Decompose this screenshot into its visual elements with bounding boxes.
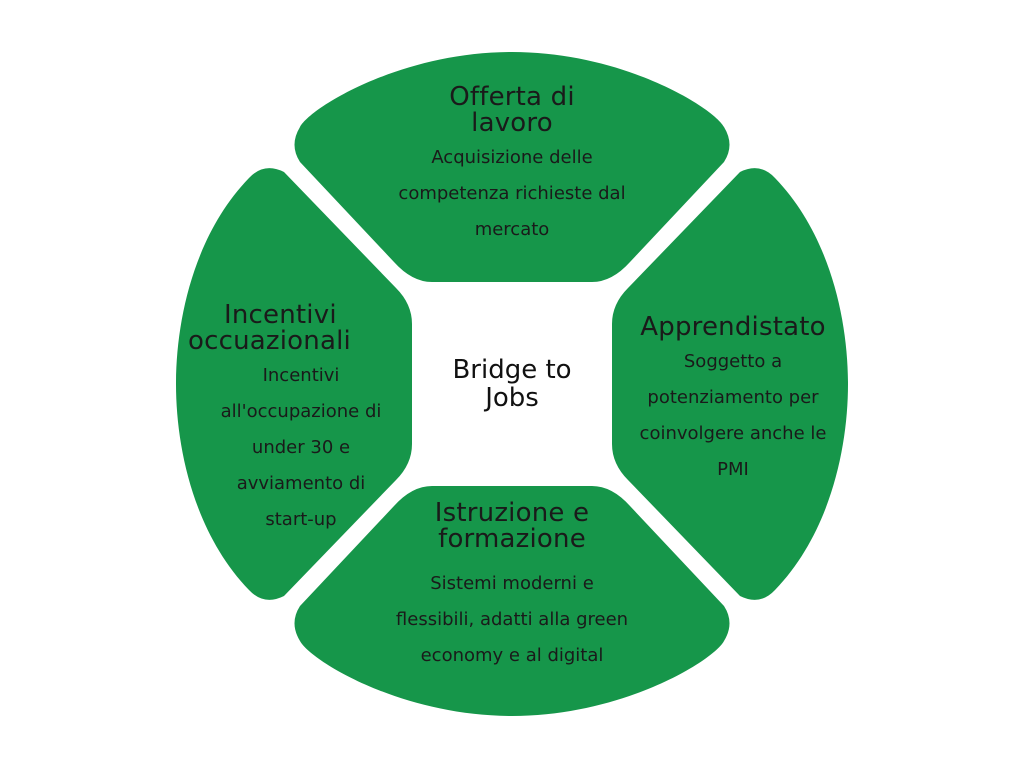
segment-bottom-desc-line: flessibili, adatti alla green: [395, 609, 629, 630]
segment-top-title-line: Offerta di: [449, 82, 575, 112]
segment-right-shape: [612, 168, 848, 600]
segment-left-shape: [176, 168, 412, 600]
segment-right-desc-line: potenziamento per: [647, 387, 819, 408]
segment-top-desc-line: competenza richieste dal: [398, 183, 626, 204]
segment-bottom-description: Sistemi moderni e flessibili, adatti all…: [362, 566, 662, 674]
segment-bottom-desc-line: economy e al digital: [420, 645, 604, 666]
segment-left-title: Incentivi occuazionali: [180, 302, 410, 354]
segment-bottom-shape: [294, 486, 730, 716]
segment-right-description: Soggetto a potenziamento per coinvolgere…: [616, 344, 850, 488]
segment-bottom: Istruzione e formazione Sistemi moderni …: [362, 500, 662, 674]
segment-top-title-line: lavoro: [471, 108, 553, 138]
segment-right-title: Apprendistato: [616, 314, 850, 340]
segment-left-title-line: Incentivi: [224, 300, 337, 330]
segment-top-description: Acquisizione delle competenza richieste …: [362, 140, 662, 248]
segment-left: Incentivi occuazionali Incentivi all'occ…: [180, 302, 410, 538]
segment-right-desc-line: coinvolgere anche le: [639, 423, 827, 444]
segment-top-desc-line: Acquisizione delle: [431, 147, 593, 168]
segment-right: Apprendistato Soggetto a potenziamento p…: [616, 314, 850, 488]
segment-bottom-desc-line: Sistemi moderni e: [430, 573, 594, 594]
center-label: Bridge to Jobs: [412, 356, 612, 412]
segment-top-shape: [294, 52, 730, 282]
segment-top: Offerta di lavoro Acquisizione delle com…: [362, 84, 662, 248]
segment-right-desc-line: Soggetto a: [683, 351, 783, 372]
segment-top-desc-line: mercato: [474, 219, 550, 240]
segment-right-title-line: Apprendistato: [640, 312, 826, 342]
segment-right-desc-line: PMI: [717, 459, 749, 480]
segment-left-desc-line: avviamento di: [236, 473, 366, 494]
segment-left-description: Incentivi all'occupazione di under 30 e …: [180, 358, 410, 538]
segment-left-desc-line: Incentivi: [262, 365, 340, 386]
segment-left-desc-line: under 30 e: [251, 437, 351, 458]
segment-top-title: Offerta di lavoro: [362, 84, 662, 136]
center-label-line: Bridge to: [452, 355, 572, 385]
segment-left-desc-line: all'occupazione di: [220, 401, 382, 422]
segment-left-desc-line: start-up: [265, 509, 337, 530]
center-label-line: Jobs: [485, 383, 539, 413]
segment-bottom-title: Istruzione e formazione: [362, 500, 662, 552]
segment-bottom-title-line: Istruzione e: [434, 498, 590, 528]
segment-left-title-line: occuazionali: [188, 326, 351, 356]
segment-bottom-title-line: formazione: [438, 524, 586, 554]
